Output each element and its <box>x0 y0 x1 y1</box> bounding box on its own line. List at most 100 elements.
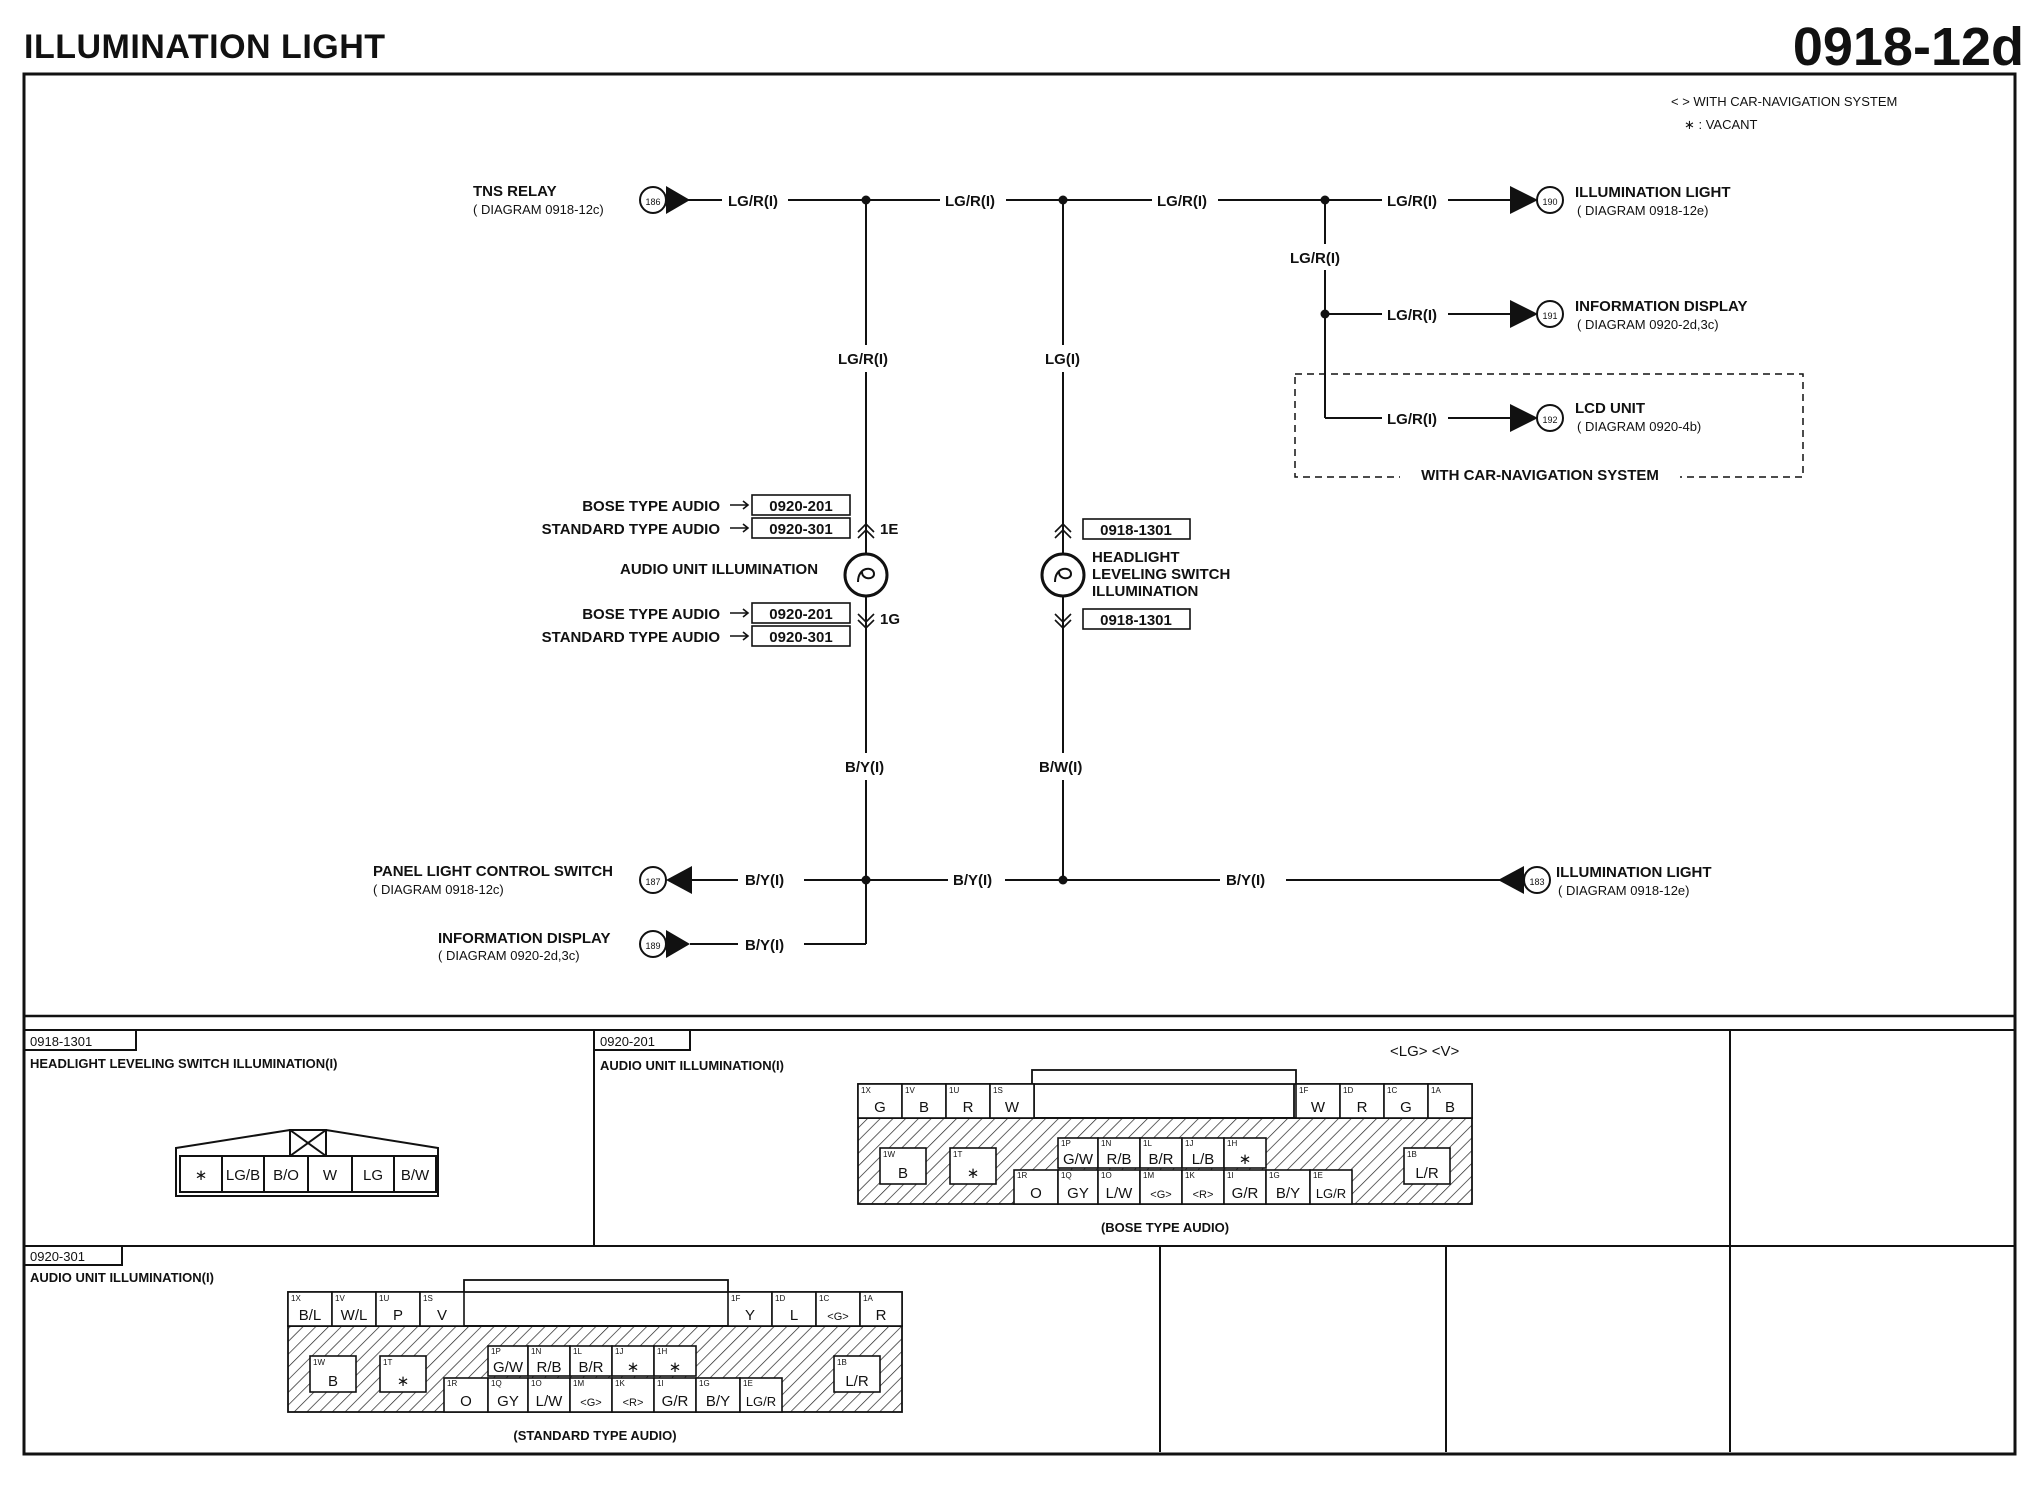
svg-text:LCD UNIT: LCD UNIT <box>1575 400 1645 417</box>
svg-text:1U: 1U <box>379 1294 389 1303</box>
svg-text:( DIAGRAM 0920-4b): ( DIAGRAM 0920-4b) <box>1577 419 1701 434</box>
wire-label: LG/R(I) <box>1290 250 1340 267</box>
svg-text:0920-201: 0920-201 <box>769 498 832 515</box>
svg-text:INFORMATION DISPLAY: INFORMATION DISPLAY <box>1575 298 1748 315</box>
legend-vacant: ∗ : VACANT <box>1684 117 1758 132</box>
svg-text:BOSE TYPE AUDIO: BOSE TYPE AUDIO <box>582 498 720 515</box>
nav-tags: <LG> <V> <box>1390 1043 1459 1060</box>
svg-text:1A: 1A <box>863 1294 873 1303</box>
svg-text:LG/R: LG/R <box>746 1394 776 1409</box>
svg-text:1Q: 1Q <box>1061 1171 1072 1180</box>
svg-text:<G>: <G> <box>827 1311 848 1323</box>
panel-grid <box>24 1029 2015 1452</box>
svg-text:1K: 1K <box>615 1379 625 1388</box>
svg-text:BOSE TYPE AUDIO: BOSE TYPE AUDIO <box>582 606 720 623</box>
svg-text:( DIAGRAM 0918-12c): ( DIAGRAM 0918-12c) <box>373 882 504 897</box>
svg-text:L: L <box>790 1307 798 1324</box>
conn-201-caption: (BOSE TYPE AUDIO) <box>1101 1220 1229 1235</box>
audio-unit-refs <box>730 494 875 647</box>
svg-text:1P: 1P <box>1061 1139 1071 1148</box>
svg-text:1G: 1G <box>880 611 900 628</box>
svg-text:B/L: B/L <box>299 1307 322 1324</box>
page-title: ILLUMINATION LIGHT <box>24 28 386 66</box>
svg-text:1B: 1B <box>1407 1150 1417 1159</box>
svg-text:L/W: L/W <box>1106 1185 1134 1202</box>
svg-text:1X: 1X <box>291 1294 301 1303</box>
svg-text:1G: 1G <box>699 1379 710 1388</box>
info-189-connector: 189 INFORMATION DISPLAY ( DIAGRAM 0920-2… <box>438 930 690 963</box>
svg-text:R: R <box>876 1307 887 1324</box>
headlight-leveling-bulb: 0918-1301 0918-1301 HEADLIGHT LEVELING S… <box>1040 518 1230 630</box>
svg-text:B/R: B/R <box>578 1359 603 1376</box>
svg-text:B: B <box>328 1373 338 1390</box>
svg-text:1G: 1G <box>1269 1171 1280 1180</box>
svg-text:1R: 1R <box>447 1379 457 1388</box>
svg-text:1O: 1O <box>531 1379 542 1388</box>
svg-text:1V: 1V <box>335 1294 345 1303</box>
svg-text:P: P <box>393 1307 403 1324</box>
wire-label: B/W(I) <box>1039 759 1082 776</box>
svg-text:1F: 1F <box>1299 1086 1308 1095</box>
svg-text:B/R: B/R <box>1148 1151 1173 1168</box>
svg-text:STANDARD TYPE AUDIO: STANDARD TYPE AUDIO <box>542 521 721 538</box>
svg-text:L/R: L/R <box>1415 1165 1439 1182</box>
svg-text:1L: 1L <box>1143 1139 1152 1148</box>
svg-text:1L: 1L <box>573 1347 582 1356</box>
svg-text:0920-301: 0920-301 <box>769 521 832 538</box>
svg-text:G: G <box>874 1099 886 1116</box>
nav-box-label: WITH CAR-NAVIGATION SYSTEM <box>1421 467 1659 484</box>
svg-text:1D: 1D <box>775 1294 785 1303</box>
wires <box>680 199 1525 945</box>
svg-text:R/B: R/B <box>1106 1151 1131 1168</box>
svg-text:O: O <box>1030 1185 1042 1202</box>
svg-text:( DIAGRAM 0918-12e): ( DIAGRAM 0918-12e) <box>1577 203 1709 218</box>
svg-text:1D: 1D <box>1343 1086 1353 1095</box>
svg-text:1I: 1I <box>1227 1171 1234 1180</box>
wire-label: B/Y(I) <box>745 872 784 889</box>
svg-text:1I: 1I <box>657 1379 664 1388</box>
svg-text:1F: 1F <box>731 1294 740 1303</box>
svg-text:1J: 1J <box>1185 1139 1193 1148</box>
wire-label: LG/R(I) <box>728 193 778 210</box>
diagram-code: 0918-12d <box>1792 17 2024 77</box>
svg-text:R: R <box>1357 1099 1368 1116</box>
svg-text:1M: 1M <box>1143 1171 1154 1180</box>
svg-text:W: W <box>1311 1099 1326 1116</box>
svg-text:1N: 1N <box>1101 1139 1111 1148</box>
svg-text:1E: 1E <box>1313 1171 1323 1180</box>
wire-label: LG/R(I) <box>945 193 995 210</box>
svg-text:∗: ∗ <box>669 1359 682 1376</box>
junctions <box>861 195 1330 885</box>
svg-text:∗: ∗ <box>967 1165 980 1182</box>
svg-text:0920-201: 0920-201 <box>769 606 832 623</box>
svg-text:GY: GY <box>1067 1185 1089 1202</box>
svg-text:1T: 1T <box>383 1358 392 1367</box>
svg-text:183: 183 <box>1529 877 1544 887</box>
connector-1301-pins: ∗ LG/B B/O W LG B/W <box>195 1167 430 1184</box>
svg-text:L/W: L/W <box>536 1393 564 1410</box>
svg-text:∗: ∗ <box>195 1167 208 1184</box>
svg-text:INFORMATION DISPLAY: INFORMATION DISPLAY <box>438 930 611 947</box>
svg-text:W: W <box>1005 1099 1020 1116</box>
svg-text:PANEL LIGHT CONTROL SWITCH: PANEL LIGHT CONTROL SWITCH <box>373 863 613 880</box>
svg-text:1C: 1C <box>819 1294 829 1303</box>
svg-text:ILLUMINATION LIGHT: ILLUMINATION LIGHT <box>1556 864 1712 881</box>
svg-text:1T: 1T <box>953 1150 962 1159</box>
svg-text:<G>: <G> <box>1150 1189 1171 1201</box>
svg-text:1H: 1H <box>1227 1139 1237 1148</box>
panel-187-connector: 187 PANEL LIGHT CONTROL SWITCH ( DIAGRAM… <box>373 863 692 897</box>
tns-relay-label: TNS RELAY <box>473 183 557 200</box>
conn-1301-title: HEADLIGHT LEVELING SWITCH ILLUMINATION(I… <box>30 1056 337 1071</box>
svg-text:0918-1301: 0918-1301 <box>1100 612 1172 629</box>
svg-text:V: V <box>437 1307 447 1324</box>
svg-text:∗: ∗ <box>397 1373 410 1390</box>
conn-1301-code: 0918-1301 <box>30 1034 92 1049</box>
legend-nav: < > WITH CAR-NAVIGATION SYSTEM <box>1671 94 1897 109</box>
svg-text:1B: 1B <box>837 1358 847 1367</box>
svg-text:B: B <box>919 1099 929 1116</box>
svg-text:L/B: L/B <box>1192 1151 1215 1168</box>
wire-label: LG(I) <box>1045 351 1080 368</box>
wire-label: B/Y(I) <box>953 872 992 889</box>
